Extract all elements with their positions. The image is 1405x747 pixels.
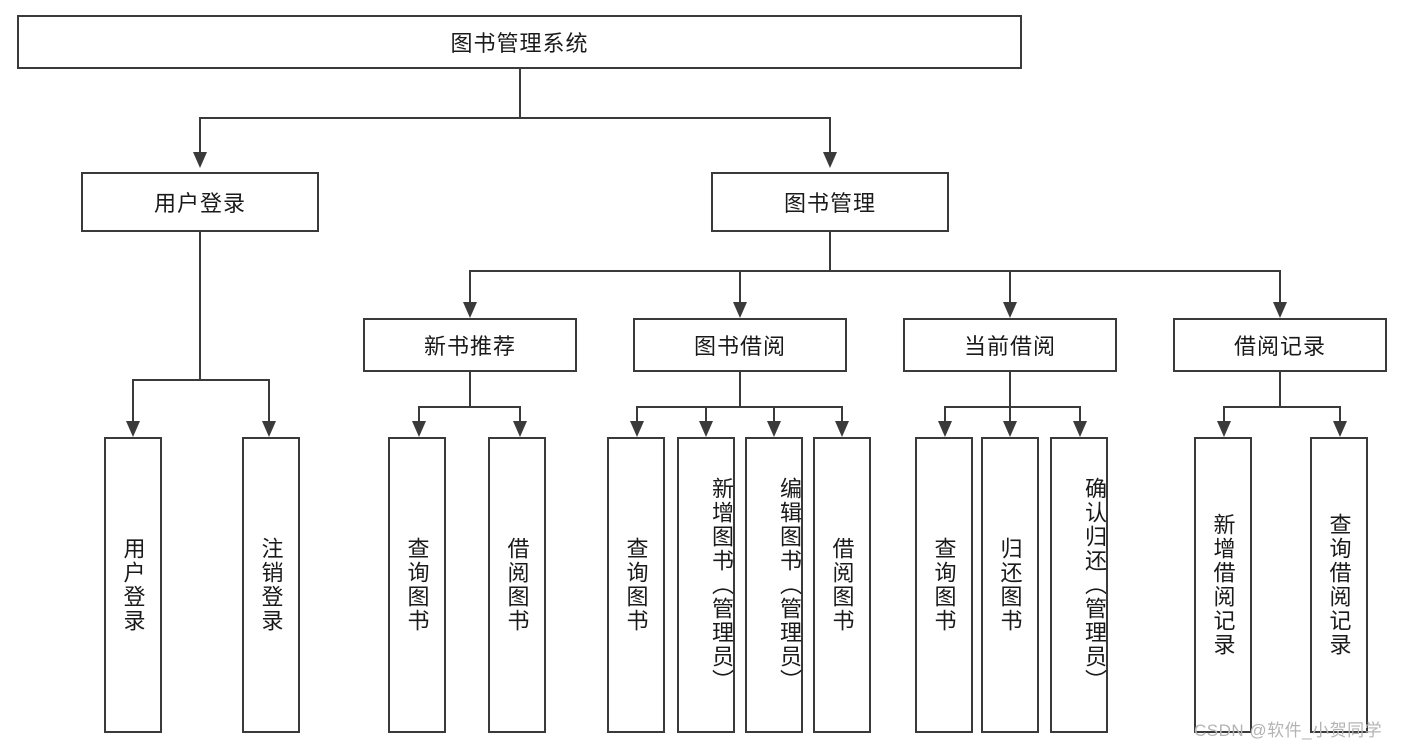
node-leaf-add-record[interactable]: 新增借阅记录 xyxy=(1194,437,1252,733)
node-leaf-user-logout[interactable]: 注销登录 xyxy=(242,437,300,733)
arrowhead-to-current-borrow xyxy=(1003,302,1017,318)
arrowhead-to-leaf-borrow-book-2 xyxy=(835,421,849,437)
edge-cb-to-leaf-2 xyxy=(1009,406,1011,421)
node-leaf-add-book[interactable]: 新增图书（管理员） xyxy=(677,437,735,733)
edge-bb-to-leaf-3 xyxy=(773,406,775,421)
edge-root-to-book-management xyxy=(829,117,831,152)
node-leaf-edit-book[interactable]: 编辑图书（管理员） xyxy=(745,437,803,733)
edge-borrow-record-bus xyxy=(1223,406,1341,408)
node-borrow-record[interactable]: 借阅记录 xyxy=(1173,318,1387,372)
edge-root-bus xyxy=(199,117,830,119)
node-user-login[interactable]: 用户登录 xyxy=(81,172,319,232)
arrowhead-to-leaf-query-book-1 xyxy=(412,421,426,437)
node-new-book-recommend[interactable]: 新书推荐 xyxy=(363,318,577,372)
node-leaf-query-book-3[interactable]: 查询图书 xyxy=(915,437,973,733)
node-leaf-borrow-book-1[interactable]: 借阅图书 xyxy=(488,437,546,733)
edge-new-book-recommend-bus xyxy=(418,406,521,408)
node-book-management[interactable]: 图书管理 xyxy=(711,172,949,232)
arrowhead-to-book-management xyxy=(823,152,837,168)
edge-bm-to-current-borrow xyxy=(1009,270,1011,302)
edge-book-management-stem xyxy=(829,232,831,270)
arrowhead-to-book-borrow xyxy=(733,302,747,318)
arrowhead-to-new-book-recommend xyxy=(463,302,477,318)
arrowhead-to-leaf-user-login xyxy=(126,421,140,437)
edge-current-borrow-bus xyxy=(944,406,1079,408)
node-leaf-user-login[interactable]: 用户登录 xyxy=(104,437,162,733)
edge-cb-to-leaf-1 xyxy=(944,406,946,421)
edge-user-login-to-leaf-1 xyxy=(132,379,134,421)
arrowhead-to-leaf-borrow-book-1 xyxy=(513,421,527,437)
edge-user-login-to-leaf-2 xyxy=(268,379,270,421)
arrowhead-to-leaf-add-book xyxy=(699,421,713,437)
csdn-watermark: CSDN @软件_小贺同学 xyxy=(1194,721,1383,740)
edge-br-to-leaf-2 xyxy=(1339,406,1341,421)
edge-book-borrow-bus xyxy=(636,406,841,408)
arrowhead-to-user-login xyxy=(193,152,207,168)
node-leaf-confirm-return[interactable]: 确认归还（管理员） xyxy=(1050,437,1108,733)
arrowhead-to-leaf-query-book-3 xyxy=(938,421,952,437)
arrowhead-to-leaf-query-record xyxy=(1333,421,1347,437)
edge-root-to-user-login xyxy=(199,117,201,152)
node-book-borrow[interactable]: 图书借阅 xyxy=(633,318,847,372)
arrowhead-to-borrow-record xyxy=(1273,302,1287,318)
node-root-book-management-system[interactable]: 图书管理系统 xyxy=(17,15,1022,69)
node-leaf-query-record[interactable]: 查询借阅记录 xyxy=(1310,437,1368,733)
edge-borrow-record-stem xyxy=(1279,372,1281,406)
arrowhead-to-leaf-return-book xyxy=(1003,421,1017,437)
edge-book-management-bus xyxy=(469,270,1281,272)
edge-bm-to-book-borrow xyxy=(739,270,741,302)
edge-user-login-stem xyxy=(199,232,201,379)
edge-bb-to-leaf-1 xyxy=(636,406,638,421)
edge-bm-to-borrow-record xyxy=(1279,270,1281,302)
edge-book-borrow-stem xyxy=(739,372,741,406)
edge-nbr-to-leaf-2 xyxy=(519,406,521,421)
node-leaf-return-book[interactable]: 归还图书 xyxy=(981,437,1039,733)
edge-cb-to-leaf-3 xyxy=(1079,406,1081,421)
node-leaf-query-book-2[interactable]: 查询图书 xyxy=(607,437,665,733)
edge-br-to-leaf-1 xyxy=(1223,406,1225,421)
arrowhead-to-leaf-add-record xyxy=(1217,421,1231,437)
edge-current-borrow-stem xyxy=(1009,372,1011,406)
edge-bb-to-leaf-4 xyxy=(841,406,843,421)
edge-nbr-to-leaf-1 xyxy=(418,406,420,421)
arrowhead-to-leaf-user-logout xyxy=(262,421,276,437)
arrowhead-to-leaf-confirm-return xyxy=(1073,421,1087,437)
node-current-borrow[interactable]: 当前借阅 xyxy=(903,318,1117,372)
node-leaf-query-book-1[interactable]: 查询图书 xyxy=(388,437,446,733)
edge-bm-to-new-book-recommend xyxy=(469,270,471,302)
edge-new-book-recommend-stem xyxy=(469,372,471,406)
node-leaf-borrow-book-2[interactable]: 借阅图书 xyxy=(813,437,871,733)
edge-bb-to-leaf-2 xyxy=(705,406,707,421)
arrowhead-to-leaf-query-book-2 xyxy=(630,421,644,437)
arrowhead-to-leaf-edit-book xyxy=(767,421,781,437)
edge-user-login-bus xyxy=(132,379,268,381)
edge-root-stem xyxy=(519,69,521,117)
